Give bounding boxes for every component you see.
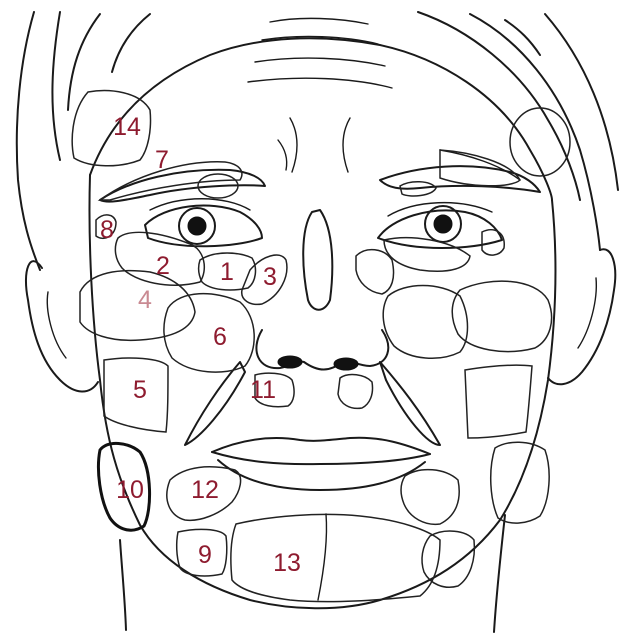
frown-lines — [278, 118, 350, 172]
zone-label-8: 8 — [100, 216, 114, 244]
lips — [212, 438, 430, 490]
zone-label-3: 3 — [263, 263, 277, 291]
zone-label-4: 4 — [138, 286, 152, 314]
zone-label-11: 11 — [250, 376, 276, 404]
face-outline — [89, 38, 555, 608]
zone-label-9: 9 — [198, 541, 212, 569]
zone-label-1: 1 — [220, 258, 234, 286]
ears — [26, 249, 615, 391]
forehead-wrinkles — [248, 18, 392, 88]
zone-label-5: 5 — [133, 376, 147, 404]
right-eye — [378, 203, 502, 248]
zone-label-7: 7 — [155, 146, 169, 174]
zone-label-10: 10 — [116, 476, 144, 504]
zone-label-6: 6 — [213, 323, 227, 351]
zone-label-2: 2 — [156, 252, 170, 280]
nasolabial-folds — [185, 362, 440, 445]
zone-label-14: 14 — [113, 113, 141, 141]
zone-label-12: 12 — [191, 476, 219, 504]
left-eye — [145, 199, 262, 247]
zone-label-13: 13 — [273, 549, 301, 577]
